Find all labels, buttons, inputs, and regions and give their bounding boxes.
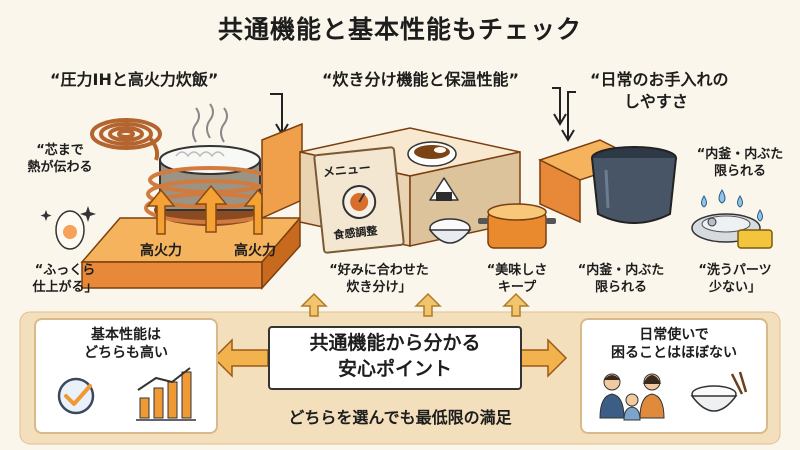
- quote-preference-line1: “好みに合わせた: [329, 263, 429, 278]
- quote-parts-top-line1: “内釜・内ぶた: [696, 147, 784, 162]
- quote-parts-top-line2: 限られる: [713, 164, 766, 179]
- page-title: 共通機能と基本性能もチェック: [217, 15, 582, 44]
- quote-preference: “好みに合わせた 炊き分け」: [314, 262, 444, 296]
- quote-parts: “内釜・内ぶた 限られる: [566, 262, 676, 296]
- conclusion-text: どちらを選んでも最低限の満足: [288, 408, 512, 427]
- rice-grain-icon: [40, 206, 96, 250]
- basic-performance-line1: 基本性能は: [91, 327, 161, 343]
- water-drop-icon: [701, 189, 763, 222]
- curry-icon: [407, 141, 457, 167]
- up-arrows: [300, 292, 530, 317]
- daily-use-line2: 困ることはほぼない: [611, 345, 737, 361]
- quote-wash-line2: 少ない」: [708, 280, 761, 295]
- dial-label: 食感調整: [332, 224, 378, 242]
- rice-bowl-icon: [428, 218, 472, 244]
- quote-preference-line2: 炊き分け」: [346, 280, 412, 295]
- quote-fluffy-line2: 仕上がる」: [32, 280, 98, 295]
- inner-pot-icon: [591, 146, 677, 224]
- quote-parts-line1: “内釜・内ぶた: [577, 263, 665, 278]
- header-daily-care-1: “日常のお手入れの: [590, 70, 729, 89]
- basic-performance-line2: どちらも高い: [84, 345, 168, 361]
- quote-parts-line2: 限られる: [594, 280, 647, 295]
- quote-keep-taste: “美味しさ キープ: [472, 262, 562, 296]
- quote-core-heat-line1: “芯まで: [36, 143, 84, 158]
- dial-icon: [342, 184, 377, 219]
- heat-label-2: 高火力: [234, 243, 276, 259]
- quote-core-heat: “芯まで 熱が伝わる: [20, 142, 100, 176]
- heat-label-1: 高火力: [140, 243, 182, 259]
- quote-keep-line1: “美味しさ: [486, 263, 548, 278]
- sponge-icon: [737, 229, 773, 249]
- quote-core-heat-line2: 熱が伝わる: [27, 160, 93, 175]
- daily-use-line1: 日常使いで: [639, 327, 709, 343]
- quote-parts-top: “内釜・内ぶた 限られる: [690, 146, 790, 180]
- menu-card-icon: メニュー 食感調整: [312, 145, 406, 255]
- center-line2: 安心ポイント: [337, 358, 452, 380]
- header-daily-care-2: しやすさ: [624, 92, 688, 111]
- quote-wash: “洗うパーツ 少ない」: [680, 262, 790, 296]
- menu-label: メニュー: [322, 160, 372, 180]
- center-key-point: 共通機能から分かる 安心ポイント: [268, 326, 522, 390]
- orange-pot-icon: [478, 203, 556, 249]
- header-pressure-ih: “圧力IHと高火力炊飯”: [50, 70, 219, 89]
- quote-keep-line2: キープ: [497, 280, 537, 295]
- coil-icon: [90, 118, 162, 161]
- header-cooking-modes: “炊き分け機能と保温性能”: [322, 70, 520, 89]
- quote-fluffy-line1: “ふっくら: [34, 263, 96, 278]
- onigiri-icon: [429, 177, 459, 201]
- center-line1: 共通機能から分かる: [309, 332, 481, 354]
- quote-fluffy: “ふっくら 仕上がる」: [20, 262, 110, 296]
- quote-wash-line1: “洗うパーツ: [698, 263, 772, 278]
- daily-use-text: 日常使いで 困ることはほぼない: [582, 326, 766, 362]
- basic-performance-text: 基本性能は どちらも高い: [36, 326, 216, 362]
